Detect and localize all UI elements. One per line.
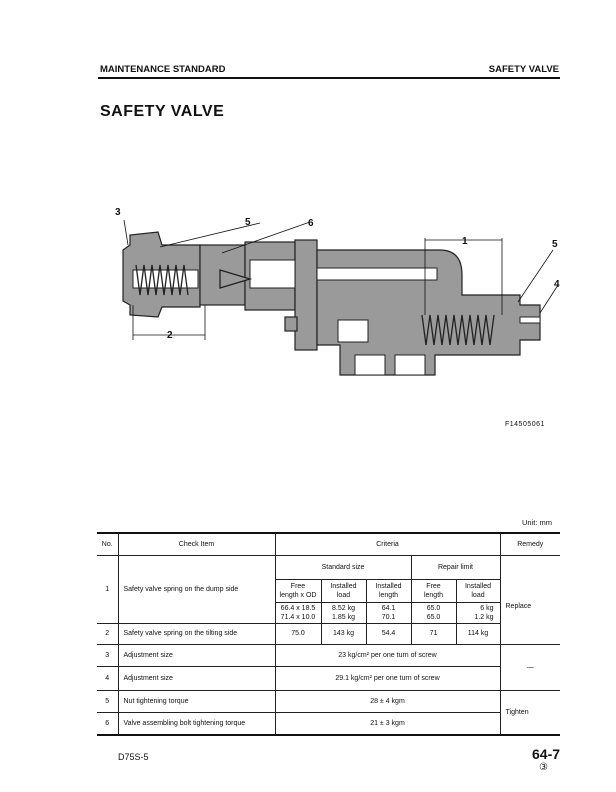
callout-6: 6 — [308, 218, 314, 229]
cell: 75.0 — [274, 622, 322, 645]
row-5-criteria: 28 ± 4 kgm — [274, 689, 501, 713]
row-5-no: 5 — [97, 689, 119, 713]
callout-5: 5 — [245, 217, 251, 228]
row-4-item: Adjustment size — [117, 665, 276, 691]
col-repair-free-length: Free length — [410, 578, 457, 603]
cell: 65.0 65.0 — [410, 601, 457, 624]
row-3-item: Adjustment size — [117, 643, 276, 667]
table-header-row: No. Check Item Criteria Remedy — [97, 532, 560, 556]
header-topic: SAFETY VALVE — [488, 64, 559, 75]
header-rule — [98, 77, 560, 79]
figure-code: F14505061 — [505, 421, 545, 428]
callout-4: 4 — [554, 279, 560, 290]
table-row: 5 Nut tightening torque 28 ± 4 kgm Tight… — [97, 689, 560, 736]
row-6-item: Valve assembling bolt tightening torque — [117, 711, 276, 736]
table-row: 2 Safety valve spring on the tilting sid… — [97, 622, 560, 645]
page-title: SAFETY VALVE — [100, 103, 225, 120]
row-3-no: 3 — [97, 643, 119, 667]
header-criteria: Criteria — [274, 532, 501, 556]
col-repair-installed-load: Installed load — [455, 578, 501, 603]
remedy-dash: — — [499, 643, 560, 691]
cell: 64.1 70.1 — [365, 601, 412, 624]
subheader-standard-size: Standard size — [274, 554, 412, 580]
row-6-no: 6 — [97, 711, 119, 736]
row-4-criteria: 29.1 kg/cm² per one turn of screw — [274, 665, 501, 691]
remedy-replace: Replace — [499, 554, 560, 645]
row-5-item: Nut tightening torque — [117, 689, 276, 713]
row-2-no: 2 — [97, 622, 119, 645]
callout-5-right: 5 — [552, 239, 558, 250]
unit-label: Unit: mm — [522, 518, 552, 527]
row-1-no: 1 — [97, 554, 119, 624]
row-4-no: 4 — [97, 665, 119, 691]
cell: 8.52 kg 1.85 kg — [320, 601, 367, 624]
table-row: 4 Adjustment size 29.1 kg/cm² per one tu… — [97, 665, 560, 691]
row-1-item: Safety valve spring on the dump side — [117, 554, 276, 624]
footer-revision: ③ — [539, 762, 548, 773]
remedy-tighten: Tighten — [499, 689, 560, 736]
col-free-length-od: Free length x OD — [274, 578, 322, 603]
callout-2: 2 — [167, 330, 173, 341]
subheader-repair-limit: Repair limit — [410, 554, 501, 580]
cell: 54.4 — [365, 622, 412, 645]
cell: 66.4 x 18.5 71.4 x 10.0 — [274, 601, 322, 624]
col-installed-load: Installed load — [320, 578, 367, 603]
cell: 114 kg — [455, 622, 501, 645]
header-no: No. — [97, 532, 119, 556]
footer-model: D75S-5 — [118, 752, 149, 762]
header-section: MAINTENANCE STANDARD — [100, 64, 226, 75]
row-2-item: Safety valve spring on the tilting side — [117, 622, 276, 645]
footer-page-number: 64-7 — [532, 746, 561, 762]
maintenance-standard-table: No. Check Item Criteria Remedy 1 Safety … — [97, 532, 560, 736]
cell: 6 kg 1.2 kg — [455, 601, 501, 624]
callout-1: 1 — [462, 236, 468, 247]
table-row: 6 Valve assembling bolt tightening torqu… — [97, 711, 560, 736]
col-installed-length: Installed length — [365, 578, 412, 603]
table-row: 66.4 x 18.5 71.4 x 10.0 8.52 kg 1.85 kg … — [97, 601, 560, 624]
callout-3: 3 — [115, 207, 121, 218]
cell: 71 — [410, 622, 457, 645]
row-3-criteria: 23 kg/cm² per one turn of screw — [274, 643, 501, 667]
row-6-criteria: 21 ± 3 kgm — [274, 711, 501, 736]
safety-valve-cross-section-diagram: 3 5 6 1 5 4 2 — [115, 207, 560, 376]
cell: 143 kg — [320, 622, 367, 645]
header-remedy: Remedy — [499, 532, 560, 556]
table-row: 3 Adjustment size 23 kg/cm² per one turn… — [97, 643, 560, 691]
header-check-item: Check Item — [117, 532, 276, 556]
